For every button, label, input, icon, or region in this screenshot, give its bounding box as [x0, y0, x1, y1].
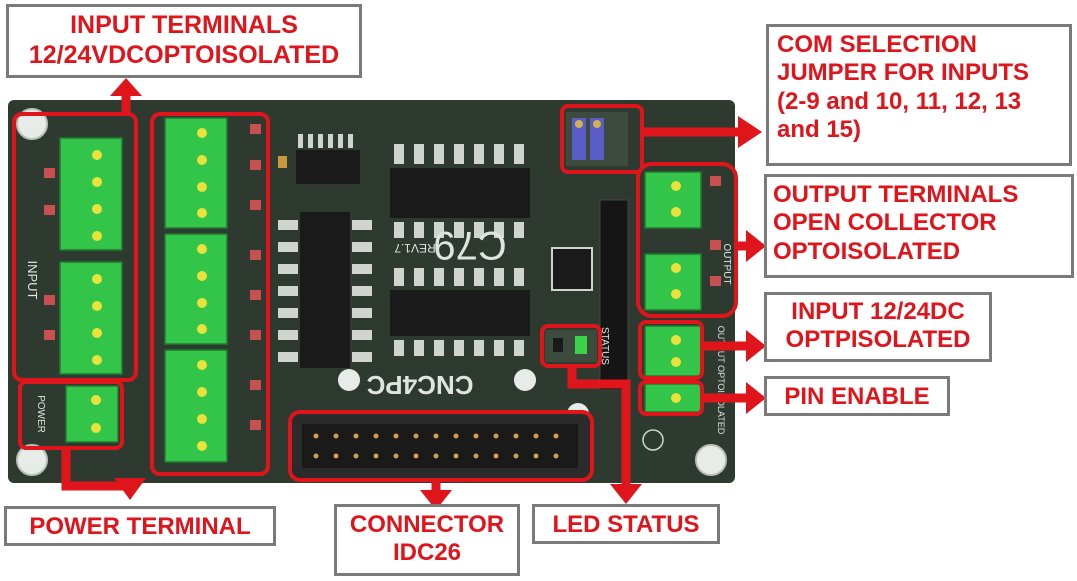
arrowhead-led-status [610, 484, 642, 504]
input-1224-terminal-block [644, 325, 702, 377]
input-terminal-block-left-bottom [59, 261, 123, 375]
label-power-terminal: POWER TERMINAL [4, 506, 276, 546]
idc26-connector [290, 414, 590, 478]
input-terminal-block-mid-middle [164, 233, 228, 345]
ic-small-top [296, 134, 360, 184]
label-input-terminals: INPUT TERMINALS 12/24VDCOPTOISOLATED [6, 4, 362, 78]
header-strip-vertical [599, 199, 629, 391]
arrowhead-input-terminals [110, 78, 142, 96]
input-terminal-block-mid-top [164, 117, 228, 229]
input-terminal-block-left-top [59, 137, 123, 251]
label-com-selection-line-3: (2-9 and 10, 11, 12, 13 [777, 87, 1022, 115]
ic-large-bottom [390, 268, 530, 356]
label-com-selection-line-4: and 15) [777, 115, 862, 143]
ic-large-top [390, 144, 530, 238]
arrowhead-power-terminal [114, 478, 146, 500]
output-terminal-block-top [644, 171, 702, 229]
label-com-selection-line-1: COM SELECTION [777, 31, 978, 58]
status-led [545, 330, 597, 362]
label-input-1224-line-2: OPTPISOLATED [785, 326, 971, 354]
mounting-hole-mid-1 [338, 369, 360, 391]
label-output-terminals-line-2: OPEN COLLECTOR [773, 209, 997, 237]
silkscreen-status: STATUS [599, 327, 610, 365]
arrowhead-input-1224 [746, 330, 766, 362]
silkscreen-side-label: OUTPUT OPTOISOLATED [716, 326, 726, 435]
outline-input-terminals-mid [150, 112, 270, 476]
label-led-status: LED STATUS [532, 504, 720, 544]
voltage-regulator [551, 247, 593, 291]
silkscreen-board-name: C79 [433, 223, 506, 267]
arrowhead-output-terminals [746, 230, 766, 262]
outline-idc26 [288, 410, 594, 482]
silkscreen-power: POWER [35, 395, 46, 433]
pin-enable-terminal-block [644, 383, 702, 413]
label-input-terminals-line-2: 12/24VDCOPTOISOLATED [28, 40, 340, 69]
mounting-hole-bottom-right [695, 444, 727, 476]
label-input-1224-line-1: INPUT 12/24DC [791, 298, 965, 325]
arrowhead-com-selection [738, 116, 762, 148]
silkscreen-input: INPUT [25, 261, 40, 300]
silkscreen-output: OUTPUT [721, 243, 732, 284]
callout-arrows [61, 78, 766, 510]
power-terminal-block [65, 385, 119, 443]
label-output-terminals-line-1: OUTPUT TERMINALS [773, 181, 1019, 208]
label-input-1224: INPUT 12/24DC OPTPISOLATED [764, 292, 992, 362]
arrowhead-connector [420, 490, 452, 510]
label-power-terminal-text: POWER TERMINAL [29, 513, 251, 540]
label-output-terminals-line-3: OPTOISOLATED [773, 237, 961, 265]
outline-power-terminal [18, 380, 124, 450]
smd-components [44, 124, 721, 430]
outline-com-jumper [560, 104, 644, 174]
label-input-terminals-line-1: INPUT TERMINALS [70, 11, 298, 39]
mounting-hole-bottom-left [16, 444, 48, 476]
silkscreen-revision: REV1.7 [394, 241, 436, 255]
arrow-led-status [567, 366, 631, 488]
label-connector: CONNECTOR IDC26 [334, 504, 520, 576]
label-led-status-text: LED STATUS [552, 511, 700, 538]
arrow-power-terminal [61, 448, 130, 491]
label-output-terminals: OUTPUT TERMINALS OPEN COLLECTOR OPTOISOL… [764, 174, 1074, 278]
mounting-hole-mid-2 [514, 369, 536, 391]
label-pin-enable-text: PIN ENABLE [784, 383, 930, 410]
silkscreen-brand: CNC4PC [366, 370, 473, 400]
output-terminal-block-bottom [644, 253, 702, 311]
label-com-selection: COM SELECTION JUMPER FOR INPUTS (2-9 and… [766, 24, 1072, 166]
input-terminal-block-mid-bottom [164, 349, 228, 463]
ic-vertical-left [278, 212, 372, 368]
mounting-hole-top-left [16, 108, 48, 140]
label-com-selection-line-2: JUMPER FOR INPUTS [777, 59, 1030, 87]
fiducial-mark [642, 429, 664, 451]
com-jumper [566, 112, 628, 166]
mounting-holes [16, 108, 727, 476]
outline-output-terminals [636, 162, 738, 318]
label-pin-enable: PIN ENABLE [764, 376, 950, 416]
label-connector-line-1: CONNECTOR [349, 511, 505, 538]
label-connector-line-2: IDC26 [392, 539, 462, 567]
arrowhead-pin-enable [746, 382, 766, 414]
